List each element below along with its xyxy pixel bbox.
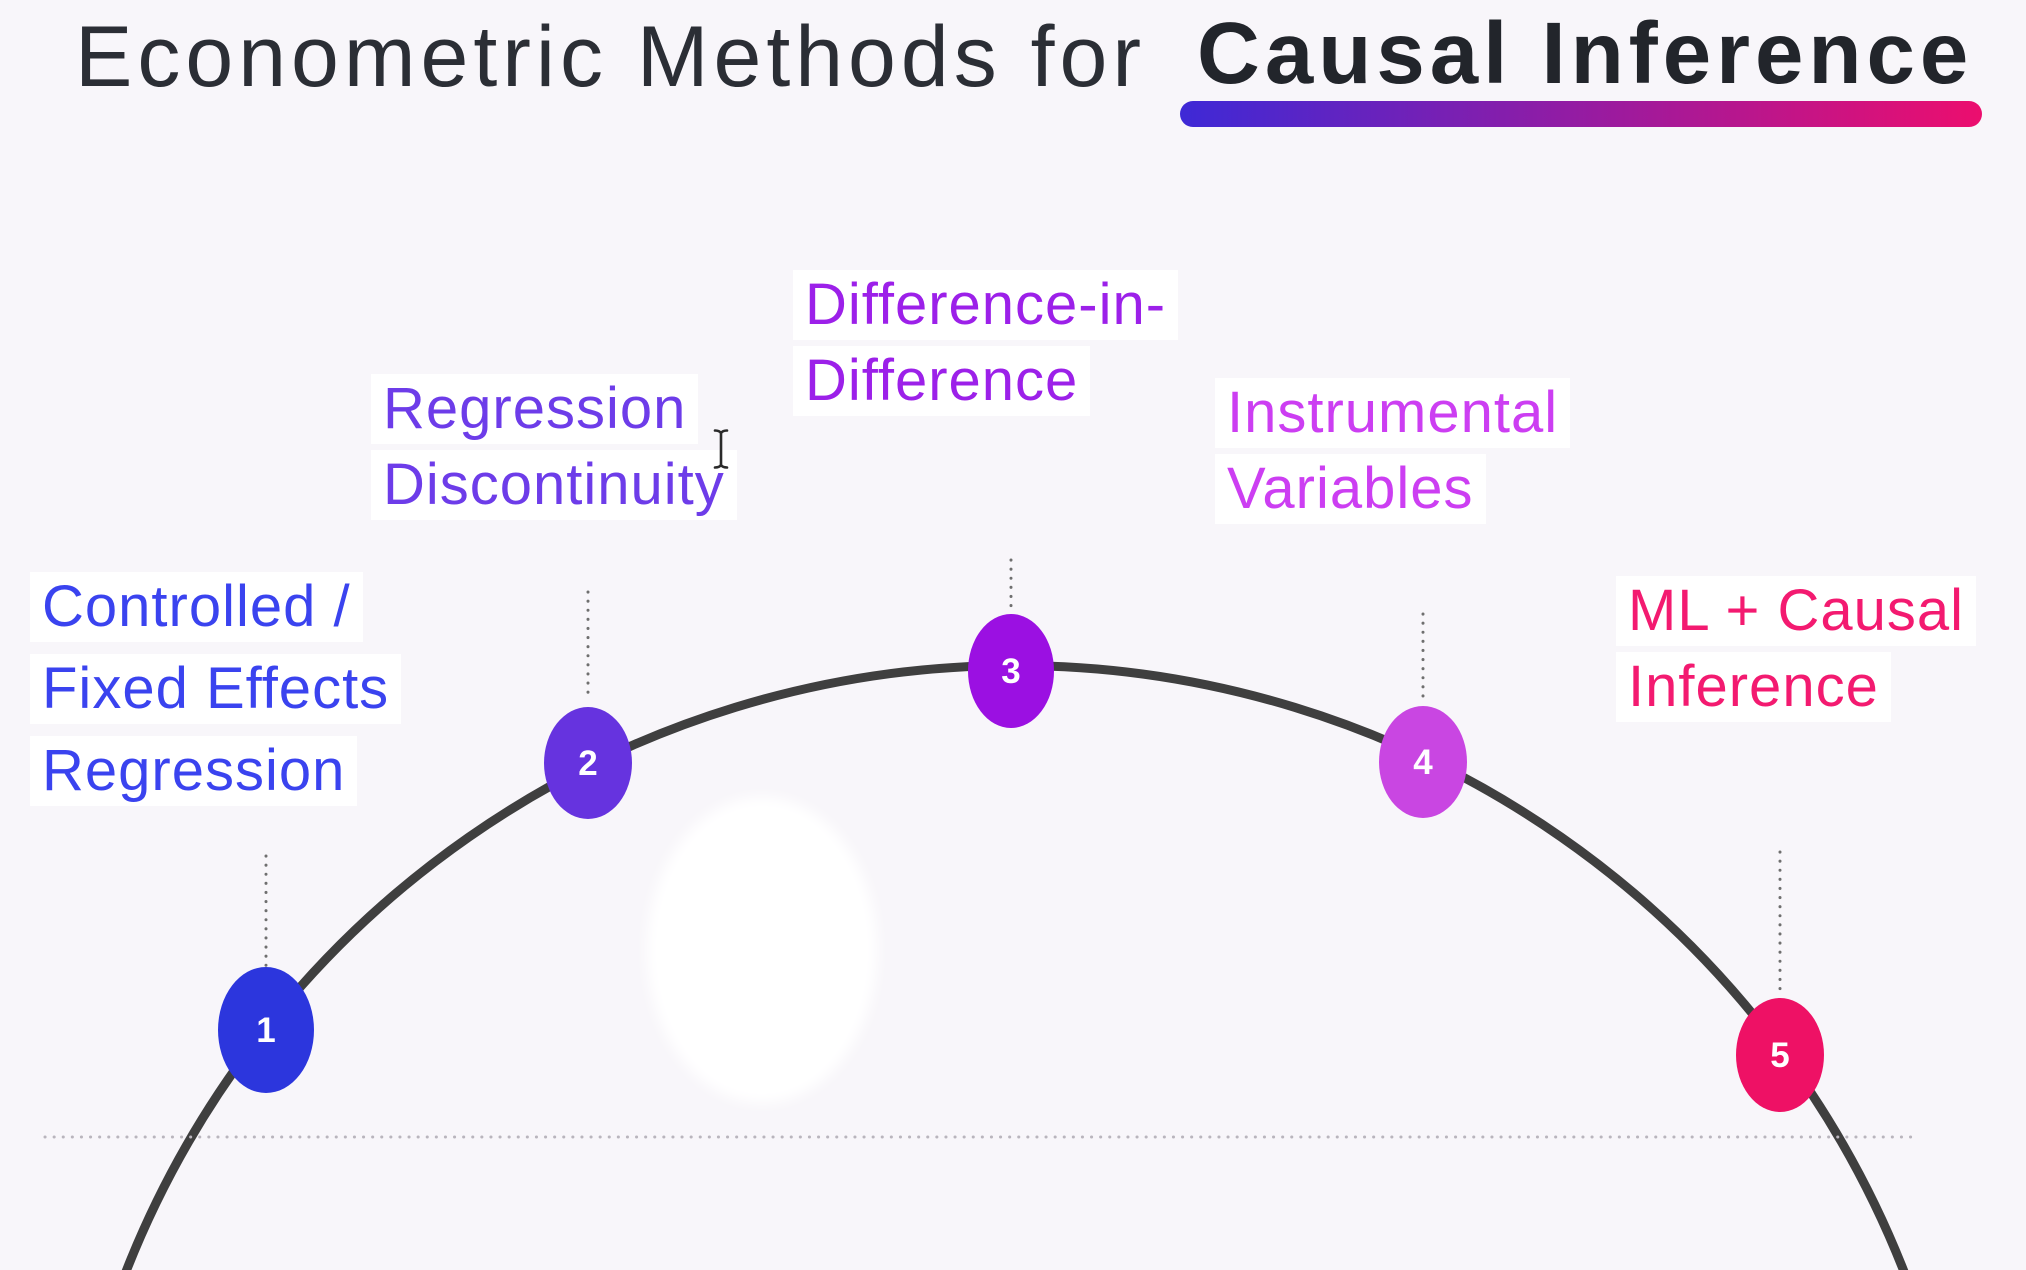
label-line: Regression <box>30 736 358 806</box>
text-cursor-icon <box>713 429 729 469</box>
label-line: Regression <box>371 374 699 444</box>
method-label-5: ML + Causal Inference <box>1616 576 1977 728</box>
gradient-underline <box>1180 101 1982 127</box>
label-line: Difference-in- <box>793 270 1179 340</box>
milestone-circle-1: 1 <box>218 967 314 1093</box>
label-line: Variables <box>1215 454 1486 524</box>
title-bold-text: Causal Inference <box>1197 5 1974 102</box>
label-line: Instrumental <box>1215 378 1571 448</box>
milestone-circle-4: 4 <box>1379 706 1467 818</box>
label-line: Inference <box>1616 652 1891 722</box>
method-label-3: Difference-in- Difference <box>793 270 1179 422</box>
milestone-circle-3: 3 <box>968 614 1054 728</box>
label-line: Controlled / <box>30 572 363 642</box>
label-line: Fixed Effects <box>30 654 402 724</box>
milestone-number: 1 <box>256 1010 276 1050</box>
milestone-number: 4 <box>1413 742 1433 782</box>
milestone-number: 2 <box>578 743 598 783</box>
highlight-blob <box>647 797 877 1103</box>
label-line: Discontinuity <box>371 450 737 520</box>
milestone-number: 5 <box>1770 1035 1790 1075</box>
method-label-1: Controlled / Fixed Effects Regression <box>30 572 402 818</box>
milestone-circle-5: 5 <box>1736 998 1824 1112</box>
milestone-circle-2: 2 <box>544 707 632 819</box>
label-line: ML + Causal <box>1616 576 1977 646</box>
method-label-2: Regression Discontinuity <box>371 374 737 526</box>
title-regular-text: Econometric Methods for <box>75 9 1146 105</box>
label-line: Difference <box>793 346 1091 416</box>
method-label-4: Instrumental Variables <box>1215 378 1571 530</box>
milestone-number: 3 <box>1001 651 1021 691</box>
